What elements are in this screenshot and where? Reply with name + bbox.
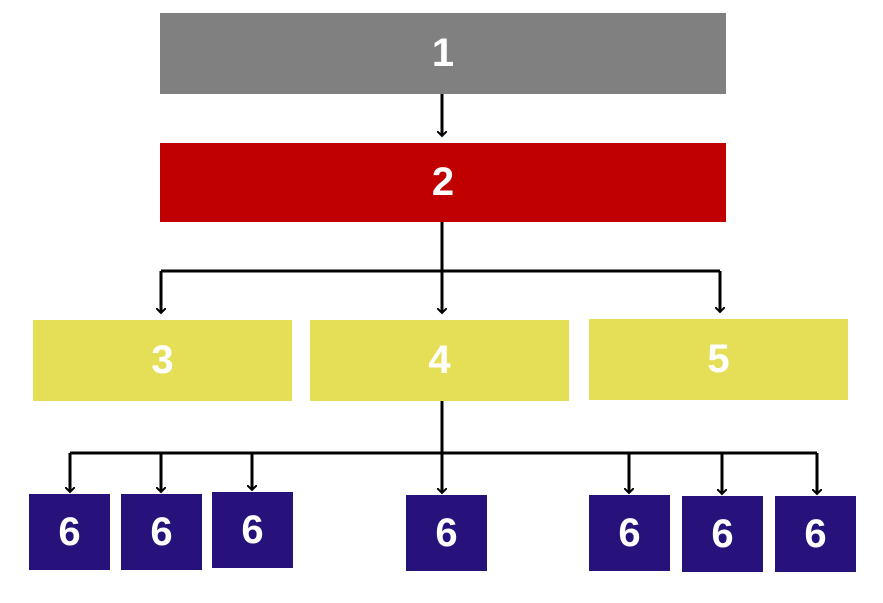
node-1-label: 1: [431, 31, 455, 75]
leaf-node-label: 6: [150, 509, 173, 554]
node-2-label: 2: [431, 160, 455, 204]
leaf-node: 6: [682, 496, 763, 572]
node-3: 3: [33, 320, 292, 401]
node-5: 5: [589, 319, 848, 400]
node-1: 1: [160, 13, 726, 94]
leaf-node: 6: [29, 494, 110, 570]
node-2: 2: [160, 143, 726, 222]
node-4: 4: [310, 320, 569, 401]
leaf-node: 6: [121, 494, 202, 570]
leaf-node: 6: [589, 495, 670, 571]
node-3-label: 3: [151, 338, 174, 382]
leaf-node-label: 6: [241, 507, 264, 552]
leaf-node-label: 6: [58, 509, 81, 554]
leaf-node-label: 6: [435, 510, 458, 555]
leaf-node-label: 6: [804, 511, 827, 556]
leaf-node: 6: [406, 495, 487, 571]
leaf-node: 6: [212, 492, 293, 568]
node-5-label: 5: [707, 337, 730, 381]
leaf-node-label: 6: [618, 510, 641, 555]
leaf-node-label: 6: [711, 511, 734, 556]
node-4-label: 4: [428, 338, 451, 382]
leaf-node: 6: [775, 496, 856, 572]
